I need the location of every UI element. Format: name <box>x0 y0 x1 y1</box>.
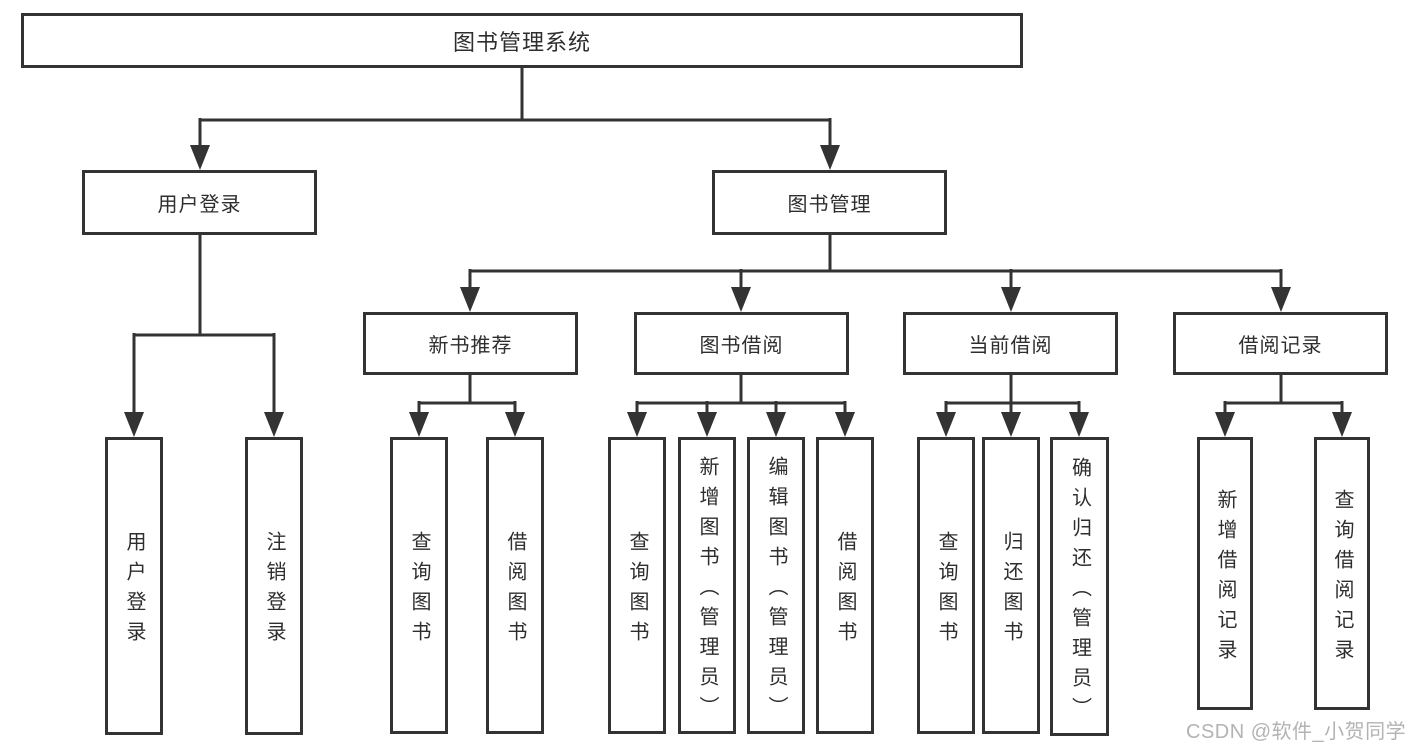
connector-user-login-to-leaves <box>124 235 284 437</box>
node-label: 借阅图书 <box>834 530 856 651</box>
node-library-management-system: 图书管理系统 <box>21 13 1023 68</box>
connector-book-borrow-to-leaves <box>627 375 855 437</box>
node-label: 查询图书 <box>935 530 957 651</box>
node-current-borrowing: 当前借阅 <box>903 312 1118 375</box>
node-leaf-edit-books-admin: 编辑图书（管理员） <box>747 437 805 734</box>
node-leaf-confirm-return-admin: 确认归还（管理员） <box>1050 437 1109 736</box>
connector-borrow-records-to-leaves <box>1215 375 1352 437</box>
watermark: CSDN @软件_小贺同学 <box>1186 721 1405 743</box>
node-leaf-user-login: 用户登录 <box>105 437 163 735</box>
node-label: 新增图书（管理员） <box>696 455 718 726</box>
node-leaf-query-borrow-record: 查询借阅记录 <box>1314 437 1370 710</box>
node-leaf-query-books-1: 查询图书 <box>390 437 448 734</box>
node-leaf-query-books-2: 查询图书 <box>608 437 666 734</box>
node-new-book-recommendation: 新书推荐 <box>363 312 578 375</box>
connector-root-to-level2 <box>190 68 840 170</box>
node-label: 用户登录 <box>123 531 145 651</box>
node-leaf-borrow-books-2: 借阅图书 <box>816 437 874 734</box>
node-user-login: 用户登录 <box>82 170 317 235</box>
node-label: 查询图书 <box>408 530 430 651</box>
connector-current-borrow-to-leaves <box>936 375 1089 437</box>
connector-new-book-rec-to-leaves <box>409 375 525 437</box>
node-label: 注销登录 <box>263 531 285 651</box>
node-book-management: 图书管理 <box>712 170 947 235</box>
node-label: 确认归还（管理员） <box>1068 456 1091 727</box>
node-leaf-query-books-3: 查询图书 <box>917 437 975 734</box>
node-label: 查询借阅记录 <box>1331 488 1353 669</box>
node-label: 新增借阅记录 <box>1214 488 1236 669</box>
node-book-borrowing: 图书借阅 <box>634 312 849 375</box>
node-leaf-logout: 注销登录 <box>245 437 303 735</box>
node-label: 归还图书 <box>1000 530 1022 651</box>
node-label: 借阅图书 <box>504 530 526 651</box>
node-leaf-borrow-books-1: 借阅图书 <box>486 437 544 734</box>
node-leaf-add-books-admin: 新增图书（管理员） <box>678 437 736 734</box>
node-leaf-return-books: 归还图书 <box>982 437 1040 734</box>
connector-book-management-to-sections <box>460 235 1291 312</box>
node-borrowing-records: 借阅记录 <box>1173 312 1388 375</box>
node-label: 编辑图书（管理员） <box>765 455 787 726</box>
node-leaf-add-borrow-record: 新增借阅记录 <box>1197 437 1253 710</box>
node-label: 查询图书 <box>626 530 648 651</box>
